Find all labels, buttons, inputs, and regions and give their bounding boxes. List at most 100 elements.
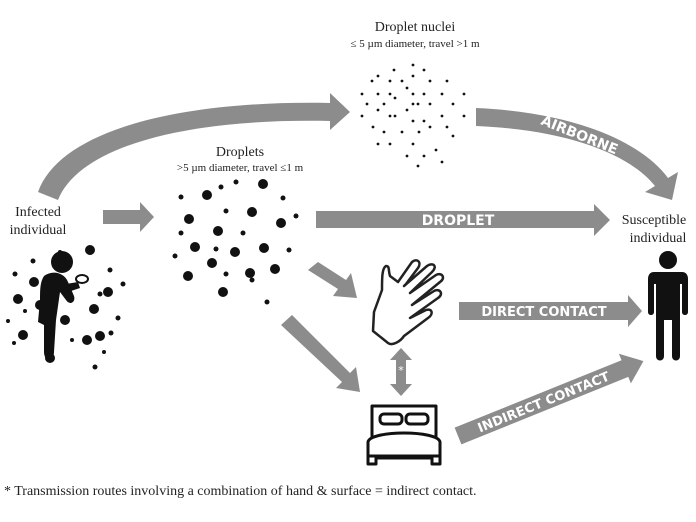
nucleus-dot (382, 102, 386, 106)
susceptible-label-line1: Susceptible (621, 213, 687, 228)
direct-contact-arrow: DIRECT CONTACT (459, 295, 642, 327)
nucleus-dot (365, 102, 369, 106)
nucleus-dot (388, 79, 392, 83)
infected-droplet-dot (103, 287, 113, 297)
nucleus-dot (428, 79, 432, 83)
hand-outline-icon (371, 259, 445, 346)
droplet-dot (190, 242, 200, 252)
infected-droplet-dot (12, 341, 16, 345)
nucleus-dot (417, 130, 421, 134)
infected-droplet-dot (108, 330, 114, 336)
infected-droplet-dot (115, 315, 121, 321)
nucleus-dot (462, 92, 466, 96)
infected-droplet-dot (30, 258, 36, 264)
susceptible-person-icon (648, 251, 688, 361)
footnote: * Transmission routes involving a combin… (4, 484, 477, 499)
droplet-arrow: DROPLET (316, 204, 610, 236)
nucleus-dot (392, 68, 396, 72)
nucleus-dot (388, 92, 392, 96)
nucleus-dot (422, 154, 426, 158)
droplet-dot (258, 179, 268, 189)
nucleus-dot (405, 154, 409, 158)
nucleus-dot (411, 119, 415, 123)
droplets-title: Droplets (215, 145, 265, 160)
nucleus-dot (422, 119, 426, 123)
infected-droplet-dot (107, 267, 113, 273)
hand-surface-marker: * (398, 364, 404, 377)
droplet-dot (245, 268, 255, 278)
infected-droplet-dot (13, 294, 23, 304)
droplet-dot (230, 247, 240, 257)
bed-icon (366, 404, 442, 466)
infected-label-line2: individual (9, 223, 67, 238)
droplet-dot (172, 253, 178, 259)
nucleus-dot (428, 102, 432, 106)
droplet-dot (178, 194, 184, 200)
infected-droplet-dot (23, 309, 27, 313)
nucleus-dot (393, 114, 397, 118)
nucleus-dot (400, 79, 404, 83)
droplet-dot (183, 271, 193, 281)
nucleus-dot (428, 125, 432, 129)
nuclei-title: Droplet nuclei (374, 20, 456, 35)
droplets-subtitle: >5 µm diameter, travel ≤1 m (176, 162, 304, 174)
nucleus-dot (416, 102, 420, 106)
indirect-contact-label: INDIRECT CONTACT (476, 370, 612, 437)
droplet-dot (223, 208, 229, 214)
nuclei-subtitle: ≤ 5 µm diameter, travel >1 m (350, 38, 480, 50)
infected-droplet-dot (92, 364, 98, 370)
nucleus-dot (400, 130, 404, 134)
susceptible-label-line2: individual (629, 231, 687, 246)
nucleus-dot (440, 114, 444, 118)
nucleus-dot (360, 114, 364, 118)
droplet-label: DROPLET (422, 213, 495, 229)
infected-droplet-dot (70, 338, 74, 342)
airborne-arrow: AIRBORNE (476, 108, 678, 200)
nucleus-dot (416, 164, 420, 168)
nucleus-dot (376, 74, 380, 78)
infected-droplet-dot (95, 331, 105, 341)
nucleus-dot (382, 130, 386, 134)
nucleus-dot (370, 79, 374, 83)
droplet-dot (178, 230, 184, 236)
arrow-droplets-to-hand (308, 262, 357, 298)
airborne-arrow-to-nuclei (38, 93, 350, 200)
nucleus-dot (422, 68, 426, 72)
nucleus-dot (411, 74, 415, 78)
nucleus-dot (376, 92, 380, 96)
infected-droplet-dot (97, 291, 103, 297)
nucleus-dot (371, 125, 375, 129)
droplet-dot (264, 299, 270, 305)
infected-droplet-dot (60, 315, 70, 325)
nucleus-dot (434, 148, 438, 152)
nucleus-dot (462, 114, 466, 118)
droplets-cloud (172, 179, 299, 305)
droplet-dot (276, 218, 286, 228)
droplet-dot (270, 264, 280, 274)
droplet-dot (213, 226, 223, 236)
indirect-contact-arrow: INDIRECT CONTACT (454, 353, 644, 445)
droplet-dot (240, 230, 246, 236)
infected-droplet-dot (89, 304, 99, 314)
nucleus-dot (405, 86, 409, 90)
nucleus-dot (411, 142, 415, 146)
infected-droplet-dot (85, 245, 95, 255)
droplet-dot (247, 207, 257, 217)
nucleus-dot (388, 142, 392, 146)
droplet-dot (223, 271, 229, 277)
droplet-dot (293, 213, 299, 219)
nucleus-dot (422, 92, 426, 96)
droplet-dot (233, 179, 239, 185)
nucleus-dot (451, 134, 455, 138)
nucleus-dot (445, 79, 449, 83)
arrow-infected-to-droplets (103, 202, 154, 232)
nucleus-dot (411, 102, 415, 106)
infected-droplet-dot (12, 271, 18, 277)
arrow-droplets-to-surface (281, 315, 360, 392)
infected-droplet-dot (102, 350, 106, 354)
droplet-dot (184, 214, 194, 224)
infected-droplet-dot (6, 319, 10, 323)
droplet-dot (259, 243, 269, 253)
nucleus-dot (393, 96, 397, 100)
